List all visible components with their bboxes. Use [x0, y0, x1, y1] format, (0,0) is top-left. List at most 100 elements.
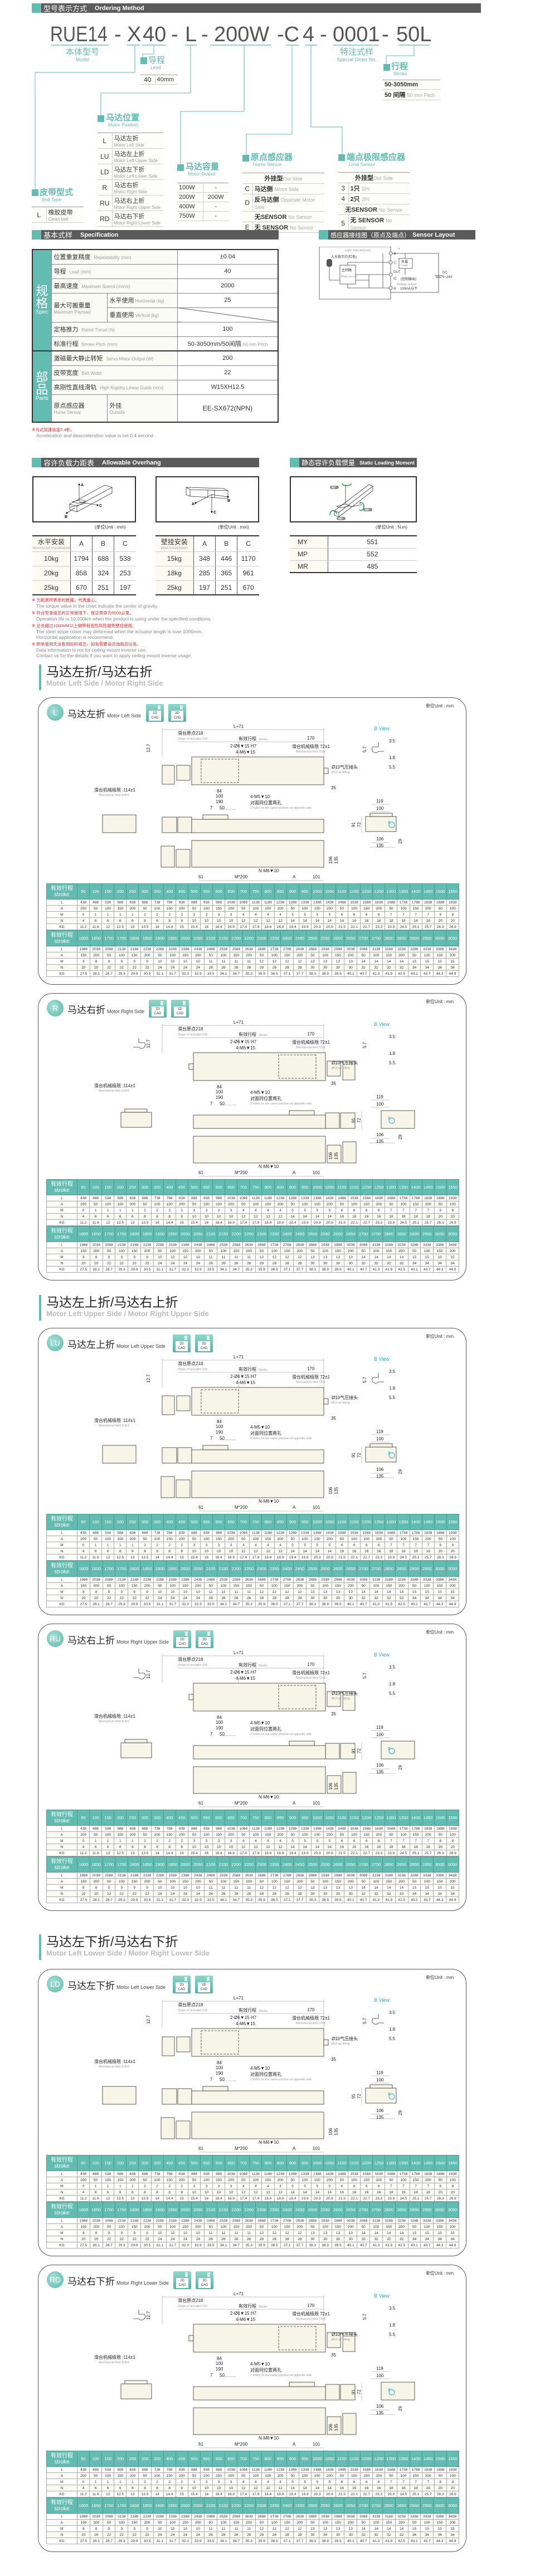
dimension-value: 100: [268, 2223, 281, 2230]
dimension-value: 150: [409, 2472, 422, 2479]
dimension-value: 100: [446, 1201, 460, 1208]
dimension-value: 8: [175, 1213, 188, 1220]
column-head: B: [215, 536, 237, 552]
stroke-value: 50: [76, 1810, 90, 1826]
dimension-value: 18.4: [261, 923, 275, 930]
row-label: N: [46, 2189, 77, 2196]
origin-label-en: Origin of actuator:218: [178, 737, 207, 741]
dimension-value: 44.9: [446, 1896, 459, 1903]
dimension-value: 32: [382, 2236, 396, 2242]
dimension-value: 8: [89, 958, 103, 965]
dimension-value: 6: [89, 1844, 103, 1850]
b-marker-label: B: [388, 821, 391, 825]
light-indicator-icon: [327, 259, 332, 267]
dimension-value: 14: [298, 1213, 312, 1220]
stroke-label-en: Stroke: [259, 2305, 268, 2309]
dim-1-8: 1.8: [389, 1051, 396, 1056]
b-view-label: B View: [374, 1021, 390, 1027]
dimension-value: 788: [163, 2171, 176, 2177]
dimension-value: 11: [217, 2230, 230, 2236]
dimension-value: 200: [372, 2177, 386, 2183]
dimension-value: 150: [331, 2519, 345, 2526]
dimension-value: 16: [335, 1548, 349, 1555]
dimension-value: 9: [102, 958, 116, 965]
panel-title-cn: 马达左上折: [67, 1340, 115, 1350]
dimension-value: 10: [212, 2189, 226, 2196]
item-en: Servo Motor Output (W): [106, 356, 154, 362]
dimension-value: 7: [409, 1837, 422, 1844]
dimension-value: 22: [128, 1595, 142, 1601]
dim-72: 72: [357, 822, 362, 827]
dimension-value: 16: [335, 2485, 349, 2491]
dimension-value: 1938: [446, 1825, 460, 1832]
dimension-value: 10: [191, 958, 205, 965]
dimension-value: 13: [126, 923, 139, 930]
dimension-value: 1638: [372, 2171, 386, 2177]
stroke-value: 2950: [420, 2497, 434, 2514]
dim-106: 106: [376, 2108, 384, 2113]
hole-spec-1: 2-Ø6▼15 H7: [230, 1670, 257, 1675]
dimension-value: 988: [212, 1195, 226, 1201]
dimension-value: 19.9: [298, 923, 312, 930]
panel-unit: 单位Unit : mm: [425, 1975, 454, 1980]
dimension-value: 34: [420, 2531, 434, 2538]
dimension-value: 32: [369, 1260, 383, 1267]
stroke-value: 500: [187, 1514, 201, 1530]
dimension-value: 34: [433, 964, 447, 971]
dimension-value: 5: [310, 1207, 324, 1214]
dimension-value: 1: [101, 911, 115, 918]
dimension-value: 8: [446, 911, 460, 918]
hole-m5: 4-M5▼10: [250, 794, 270, 799]
dimension-value: 150: [433, 952, 447, 959]
dimension-value: 538: [101, 1529, 115, 1536]
dimension-value: 3288: [407, 2217, 421, 2224]
dimension-value: 22.1: [348, 2195, 361, 2202]
stroke-value: 450: [175, 1514, 188, 1530]
stroke-header-cn: 有效行程: [51, 1562, 73, 1569]
stroke-value: 1050: [323, 1810, 336, 1826]
dimension-value: 40.1: [344, 970, 358, 977]
dimension-value: 20.3: [310, 1219, 324, 1226]
stroke-value: 2450: [293, 2497, 307, 2514]
dimension-value: 5: [286, 1837, 299, 1844]
dimension-value: 13.5: [138, 1850, 152, 1856]
dimension-value: 2: [163, 2479, 176, 2485]
dimension-value: 32: [369, 1890, 383, 1897]
dimension-value: 18: [397, 1844, 410, 1850]
dimension-value: 2788: [280, 2513, 294, 2520]
dimension-value: 200: [446, 1582, 459, 1589]
item-en: Home Sensor: [54, 410, 81, 416]
dimension-value: 3238: [395, 1872, 408, 1879]
dimension-value: 16.4: [212, 923, 226, 930]
stroke-value: 2100: [204, 1561, 218, 1577]
dim-135: 135: [376, 2411, 384, 2416]
dimension-value: 12: [274, 1548, 287, 1555]
dimension-value: 50: [357, 2519, 371, 2526]
dimension-value: 43.1: [407, 2538, 421, 2544]
stroke-value: 1650: [89, 1561, 103, 1577]
dimension-value: 22.1: [348, 1219, 361, 1226]
air-fitting-en: Ø10 air fitting: [332, 771, 350, 774]
dimension-value: 150: [128, 2223, 142, 2230]
stroke-value: 1500: [434, 2451, 447, 2467]
dimension-value: 438: [76, 2171, 90, 2177]
